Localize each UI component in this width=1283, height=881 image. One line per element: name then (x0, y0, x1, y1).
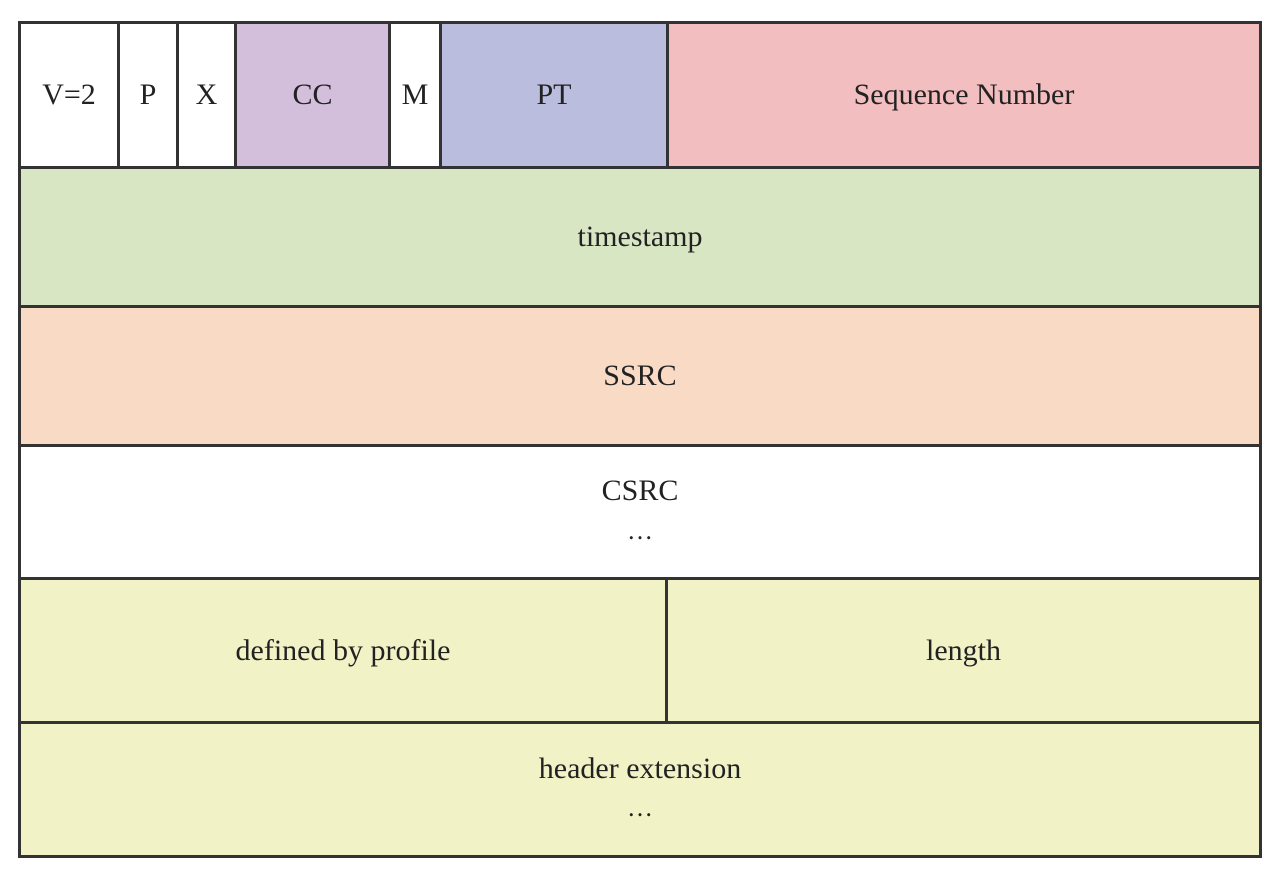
ssrc-field: SSRC (18, 305, 1262, 447)
marker-label: M (401, 78, 429, 112)
length-label: length (926, 633, 1001, 667)
length-field: length (665, 577, 1262, 724)
csrc-continuation: … (627, 515, 653, 545)
profile-field: defined by profile (18, 577, 668, 724)
extension-flag-field: X (176, 21, 237, 169)
padding-label: P (139, 78, 157, 112)
profile-label: defined by profile (235, 633, 451, 667)
header-extension-field: header extension … (18, 721, 1262, 858)
sequence-number-field: Sequence Number (666, 21, 1262, 169)
csrc-field: CSRC … (18, 444, 1262, 580)
csrc-count-label: CC (292, 78, 333, 112)
extension-flag-label: X (195, 78, 218, 112)
payload-type-label: PT (536, 78, 572, 112)
padding-field: P (117, 21, 179, 169)
header-extension-continuation: … (627, 793, 653, 823)
rtp-header-diagram: V=2 P X CC M PT Sequence Number timestam… (18, 21, 1262, 858)
header-extension-label: header extension (538, 751, 742, 785)
timestamp-label: timestamp (577, 220, 703, 254)
version-field: V=2 (18, 21, 120, 169)
csrc-count-field: CC (234, 21, 391, 169)
timestamp-field: timestamp (18, 166, 1262, 308)
ssrc-label: SSRC (603, 359, 677, 393)
payload-type-field: PT (439, 21, 669, 169)
csrc-label: CSRC (601, 474, 679, 508)
sequence-number-label: Sequence Number (853, 78, 1075, 112)
version-label: V=2 (42, 78, 96, 112)
marker-field: M (388, 21, 442, 169)
